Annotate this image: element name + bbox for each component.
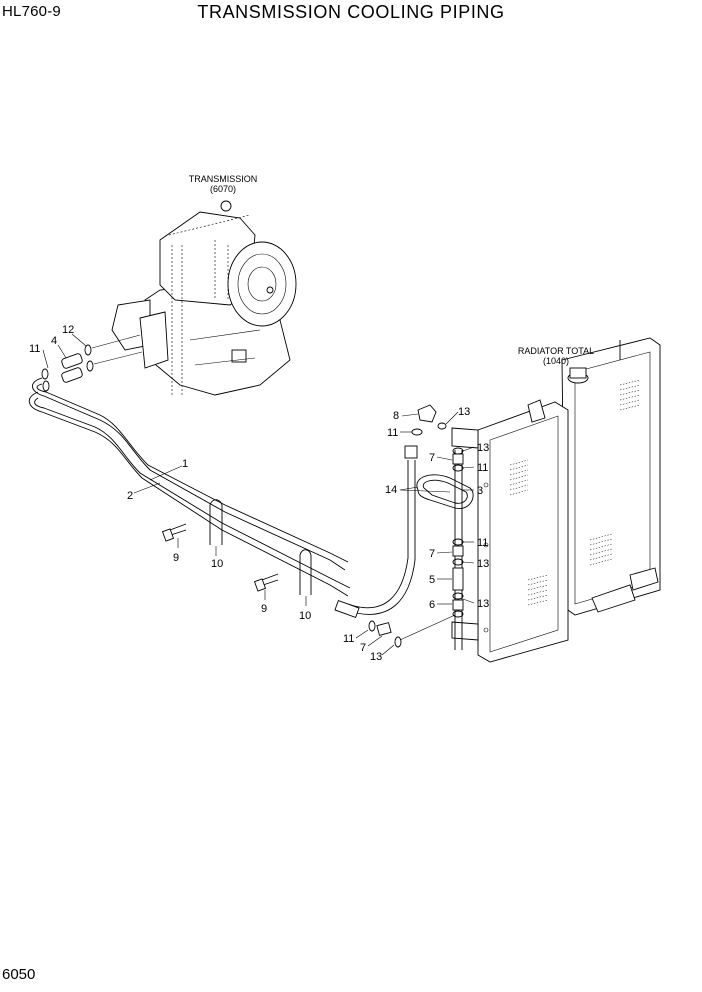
callout-numbers: 11 4 12 1 2 9 10 9 10 8 13 11 13 7 11 14…: [29, 324, 489, 663]
cooling-pipes: [28, 377, 474, 650]
page-title: TRANSMISSION COOLING PIPING: [197, 2, 505, 22]
callout-4: 4: [51, 335, 57, 347]
callout-13: 13: [477, 598, 489, 610]
transmission-ref: (6070): [210, 184, 236, 194]
radiator-label: RADIATOR TOTAL: [518, 346, 594, 356]
callout-7: 7: [429, 452, 435, 464]
pipe-clamps: [209, 499, 312, 595]
callout-10: 10: [299, 610, 311, 622]
leader-lines: [42, 333, 475, 656]
bolts: [161, 523, 279, 592]
radiator-fittings: [368, 404, 464, 648]
callout-11: 11: [387, 427, 398, 439]
callout-14: 14: [385, 484, 397, 496]
callout-13: 13: [477, 558, 489, 570]
page-number: 6050: [2, 966, 36, 983]
callout-6: 6: [429, 599, 435, 611]
radiator-ref: (1040): [543, 356, 569, 366]
callout-3: 3: [477, 485, 483, 497]
callout-11: 11: [343, 633, 354, 645]
callout-5: 5: [429, 574, 435, 586]
callout-12: 12: [62, 324, 74, 336]
callout-2: 2: [127, 490, 133, 502]
radiator-drawing: [451, 337, 661, 663]
callout-1: 1: [182, 458, 188, 470]
callout-11: 11: [477, 462, 488, 474]
callout-7: 7: [429, 548, 435, 560]
callout-13: 13: [370, 651, 382, 663]
transmission-label: TRANSMISSION: [189, 174, 258, 184]
model-name: HL760-9: [2, 3, 61, 20]
callout-8: 8: [393, 410, 399, 422]
callout-11: 11: [29, 343, 40, 355]
callout-11: 11: [477, 537, 488, 549]
transmission-drawing: [111, 200, 297, 396]
transmission-fittings: [41, 334, 143, 392]
callout-9: 9: [261, 603, 267, 615]
callout-13: 13: [458, 406, 470, 418]
callout-9: 9: [173, 552, 179, 564]
callout-13: 13: [477, 442, 489, 454]
callout-10: 10: [211, 558, 223, 570]
callout-7: 7: [360, 642, 366, 654]
